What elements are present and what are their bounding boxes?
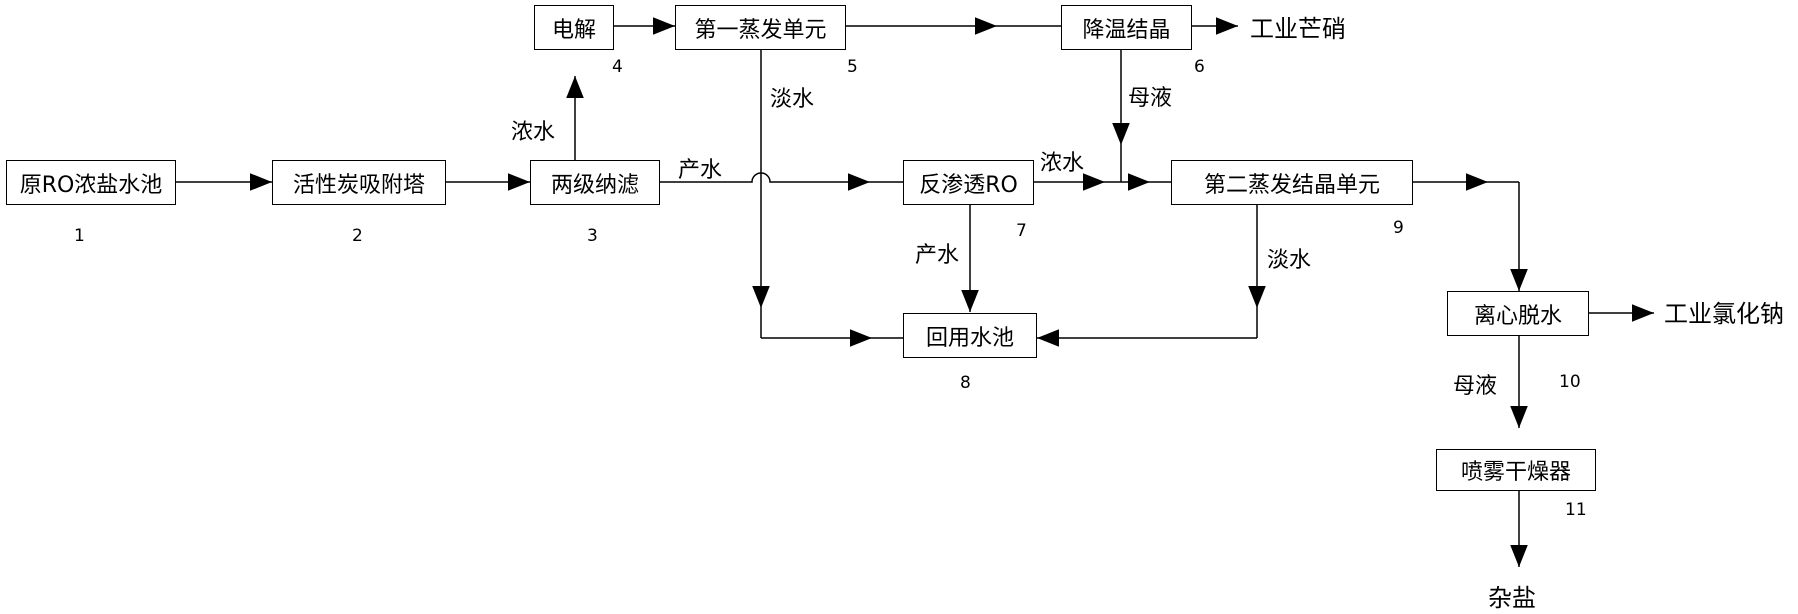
label-cooling-mother-liquor: 母液 (1128, 86, 1173, 111)
label-evap2-fresh-water: 淡水 (1267, 248, 1312, 273)
unit-number-2: 2 (352, 226, 363, 246)
unit-number-10: 10 (1559, 372, 1581, 392)
unit-first-evaporation: 第一蒸发单元 (675, 5, 846, 50)
unit-reuse-water-pool: 回用水池 (903, 313, 1037, 358)
unit-cooling-crystallization: 降温结晶 (1061, 5, 1192, 50)
label-nf-product-water: 产水 (678, 158, 723, 183)
unit-number-5: 5 (847, 57, 858, 77)
unit-number-6: 6 (1194, 57, 1205, 77)
unit-spray-dryer: 喷雾干燥器 (1436, 449, 1596, 491)
unit-number-4: 4 (612, 57, 623, 77)
unit-centrifugal-dewatering: 离心脱水 (1447, 291, 1589, 336)
label-evap1-fresh-water: 淡水 (770, 87, 815, 112)
output-industrial-sodium-chloride: 工业氯化钠 (1664, 300, 1784, 328)
label-concentrate-to-electrolysis: 浓水 (511, 120, 556, 145)
unit-number-9: 9 (1393, 218, 1404, 238)
label-centrifuge-mother-liquor: 母液 (1453, 374, 1498, 399)
label-ro-concentrate: 浓水 (1040, 151, 1085, 176)
unit-two-stage-nanofiltration: 两级纳滤 (530, 160, 660, 205)
unit-activated-carbon-tower: 活性炭吸附塔 (272, 160, 446, 205)
unit-number-11: 11 (1565, 500, 1587, 520)
unit-electrolysis: 电解 (534, 5, 614, 50)
unit-number-3: 3 (587, 226, 598, 246)
unit-ro-brine-pool: 原RO浓盐水池 (6, 160, 176, 205)
unit-second-evaporation-crystallization: 第二蒸发结晶单元 (1171, 160, 1413, 205)
output-mixed-salt: 杂盐 (1488, 584, 1536, 612)
output-industrial-glauber-salt: 工业芒硝 (1250, 15, 1346, 43)
unit-number-8: 8 (960, 373, 971, 393)
label-ro-product-water: 产水 (915, 243, 960, 268)
unit-number-1: 1 (74, 226, 85, 246)
unit-reverse-osmosis: 反渗透RO (903, 160, 1034, 205)
unit-number-7: 7 (1016, 221, 1027, 241)
